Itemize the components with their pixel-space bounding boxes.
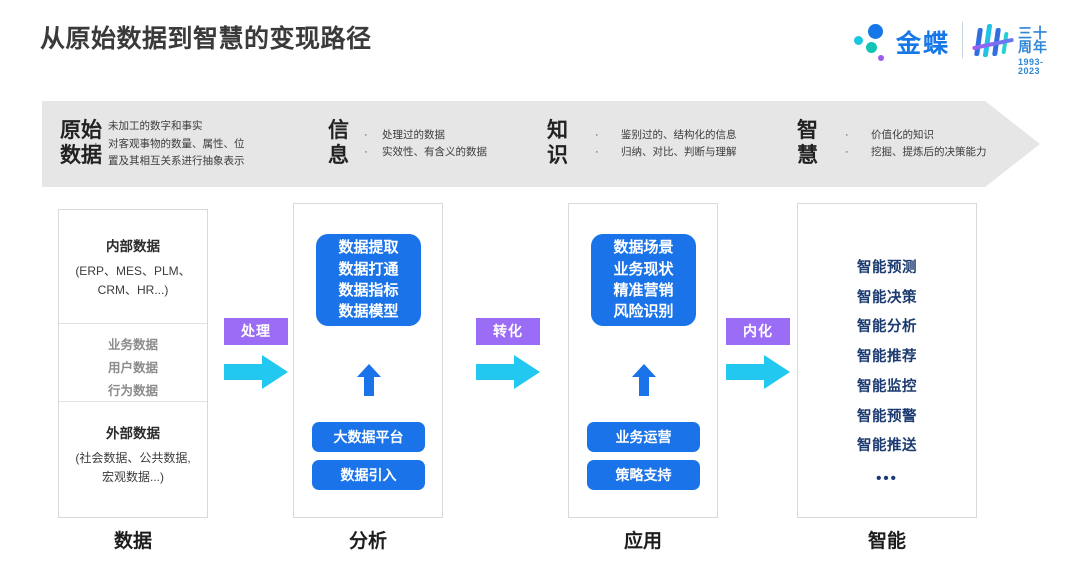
page-title: 从原始数据到智慧的变现路径	[40, 25, 372, 53]
banner-segment-raw-data: 原始 数据 · 未加工的数字和事实 · 对客观事物的数量、属性、位 置及其相互关…	[60, 101, 245, 187]
anniv-bar-1-icon	[974, 28, 983, 56]
internal-data-subtitle: (ERP、MES、PLM、 CRM、HR...)	[75, 264, 191, 297]
intelligence-list: 智能预测 智能决策 智能分析 智能推荐 智能监控 智能预警 智能推送 •••	[798, 254, 976, 497]
up-arrow-icon	[357, 364, 381, 396]
banner-segment-wisdom: 智 慧 · 价值化的知识 · 挖掘、提炼后的决策能力	[797, 101, 987, 187]
banner-bullets-wisdom: · 价值化的知识 · 挖掘、提炼后的决策能力	[845, 127, 987, 161]
card-divider	[59, 401, 207, 402]
internal-data-title: 内部数据	[106, 239, 160, 254]
external-data-block: 外部数据 (社会数据、公共数据, 宏观数据...)	[59, 422, 207, 487]
connector-label-internalization: 内化	[726, 318, 790, 345]
analysis-pill-platform[interactable]: 大数据平台	[312, 422, 425, 452]
logo-dot-cyan-icon	[854, 36, 863, 45]
analysis-line: 数据指标	[338, 282, 399, 299]
banner-bullet-row: · 未加工的数字和事实	[94, 118, 245, 136]
application-line: 精准营销	[613, 282, 674, 299]
brand-name: 金蝶	[896, 30, 951, 58]
list-item: 业务数据	[107, 338, 158, 352]
anniversary-label: 三十周年	[1018, 25, 1048, 55]
banner-segment-knowledge: 知 识 · 鉴别过的、结构化的信息 · 归纳、对比、判断与理解	[547, 101, 737, 187]
connector-label-processing: 处理	[224, 318, 288, 345]
kingdee-logo: 金蝶 三十周年 1993-2023	[852, 20, 1052, 76]
external-data-subtitle: (社会数据、公共数据, 宏观数据...)	[75, 451, 191, 484]
column-label-analysis: 分析	[348, 531, 387, 552]
analysis-line: 数据模型	[338, 303, 399, 321]
banner-term-wisdom: 智 慧	[797, 119, 818, 167]
dikw-banner: 原始 数据 · 未加工的数字和事实 · 对客观事物的数量、属性、位 置及其相互关…	[42, 101, 1040, 187]
banner-bullets-raw-data: · 未加工的数字和事实 · 对客观事物的数量、属性、位 置及其相互关系进行抽象表…	[94, 118, 245, 171]
banner-term-knowledge: 知 识	[547, 119, 568, 167]
list-ellipsis: •••	[876, 470, 898, 488]
list-item: 智能推荐	[857, 349, 917, 366]
anniversary-mark-icon	[972, 22, 1014, 58]
bullet-glyph: ·	[364, 128, 368, 141]
banner-bullets-information: · 处理过的数据 · 实效性、有含义的数据	[364, 127, 487, 161]
application-pill-operations[interactable]: 业务运营	[587, 422, 700, 452]
analysis-main-box[interactable]: 数据提取 数据打通 数据指标 数据模型	[316, 234, 421, 326]
banner-bullet-row: · 对客观事物的数量、属性、位	[94, 136, 245, 154]
application-line: 风险识别	[613, 303, 674, 321]
card-divider	[59, 323, 207, 324]
anniversary-text: 三十周年 1993-2023	[1018, 26, 1052, 76]
bullet-glyph: ·	[845, 128, 849, 141]
banner-bullets-knowledge: · 鉴别过的、结构化的信息 · 归纳、对比、判断与理解	[595, 127, 737, 161]
middle-data-block: 业务数据 用户数据 行为数据	[59, 334, 207, 403]
up-arrow-icon	[632, 364, 656, 396]
banner-term-raw-data: 原始 数据	[60, 119, 102, 167]
banner-bullet-row: · 挖掘、提炼后的决策能力	[845, 144, 987, 161]
right-arrow-icon	[476, 355, 540, 389]
card-intelligence: 智能预测 智能决策 智能分析 智能推荐 智能监控 智能预警 智能推送 •••	[797, 203, 977, 518]
internal-data-block: 内部数据 (ERP、MES、PLM、 CRM、HR...)	[59, 235, 207, 300]
card-application: 数据场景 业务现状 精准营销 风险识别 业务运营 策略支持	[568, 203, 718, 518]
list-item: 行为数据	[107, 384, 158, 399]
banner-bullet-row: · 处理过的数据	[364, 127, 487, 144]
right-arrow-icon	[726, 355, 790, 389]
banner-bullet-row: 置及其相互关系进行抽象表示	[108, 155, 245, 168]
application-main-box[interactable]: 数据场景 业务现状 精准营销 风险识别	[591, 234, 696, 326]
anniv-bar-2-icon	[982, 24, 993, 57]
bullet-glyph: ·	[595, 146, 599, 158]
application-line: 业务现状	[613, 260, 674, 278]
bullet-glyph: ·	[845, 146, 849, 158]
right-arrow-icon	[224, 355, 288, 389]
bullet-glyph: ·	[595, 128, 599, 141]
application-pill-strategy[interactable]: 策略支持	[587, 460, 700, 490]
connector-internalization: 内化	[726, 318, 790, 389]
bullet-glyph: ·	[94, 119, 98, 132]
list-item: 智能分析	[857, 319, 917, 336]
list-item: 智能推送	[857, 438, 917, 455]
banner-bullet-row: · 鉴别过的、结构化的信息	[595, 127, 737, 144]
column-label-application: 应用	[623, 531, 662, 552]
bullet-glyph: ·	[94, 137, 98, 150]
logo-dot-teal-icon	[866, 42, 877, 53]
banner-bullet-row: · 价值化的知识	[845, 127, 987, 144]
connector-transformation: 转化	[476, 318, 540, 389]
list-item: 智能预测	[857, 260, 917, 276]
connector-processing: 处理	[224, 318, 288, 389]
banner-bullet-row: · 归纳、对比、判断与理解	[595, 144, 737, 161]
banner-term-information: 信 息	[328, 119, 349, 167]
list-item: 智能决策	[857, 289, 917, 306]
column-label-data: 数据	[113, 531, 152, 552]
list-item: 用户数据	[107, 361, 158, 376]
external-data-title: 外部数据	[106, 426, 160, 441]
list-item: 智能预警	[857, 408, 917, 425]
card-analysis: 数据提取 数据打通 数据指标 数据模型 大数据平台 数据引入	[293, 203, 443, 518]
logo-dot-large-icon	[868, 24, 883, 39]
banner-segment-information: 信 息 · 处理过的数据 · 实效性、有含义的数据	[328, 101, 487, 187]
list-item: 智能监控	[857, 378, 917, 395]
analysis-line: 数据提取	[338, 239, 399, 257]
anniversary-years: 1993-2023	[1018, 57, 1044, 76]
bullet-glyph: ·	[364, 146, 368, 158]
application-line: 数据场景	[613, 239, 674, 257]
banner-bullet-row: · 实效性、有含义的数据	[364, 144, 487, 161]
analysis-line: 数据打通	[338, 260, 399, 278]
connector-label-transformation: 转化	[476, 318, 540, 345]
analysis-pill-ingestion[interactable]: 数据引入	[312, 460, 425, 490]
logo-dots-icon	[852, 22, 892, 61]
logo-dot-purple-icon	[878, 55, 884, 61]
logo-divider	[962, 22, 963, 58]
column-label-intelligence: 智能	[867, 531, 906, 552]
card-data: 内部数据 (ERP、MES、PLM、 CRM、HR...) 业务数据 用户数据 …	[58, 209, 208, 518]
